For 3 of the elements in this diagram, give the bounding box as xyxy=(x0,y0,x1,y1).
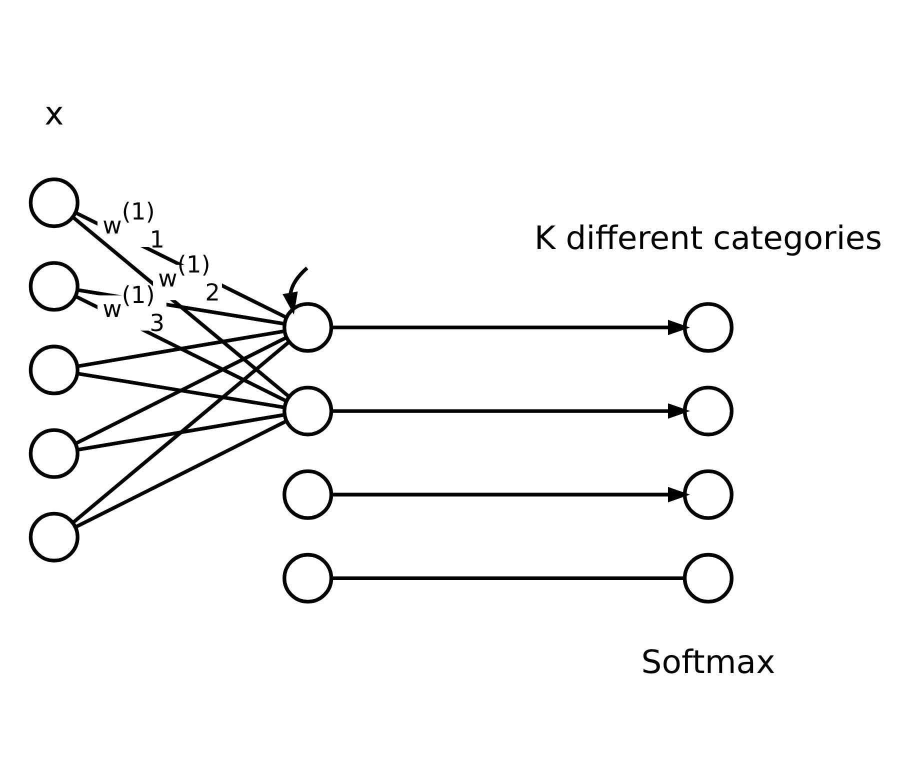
label: Softmax xyxy=(641,642,776,681)
label: x xyxy=(44,94,64,132)
label: K different categories xyxy=(534,219,882,258)
